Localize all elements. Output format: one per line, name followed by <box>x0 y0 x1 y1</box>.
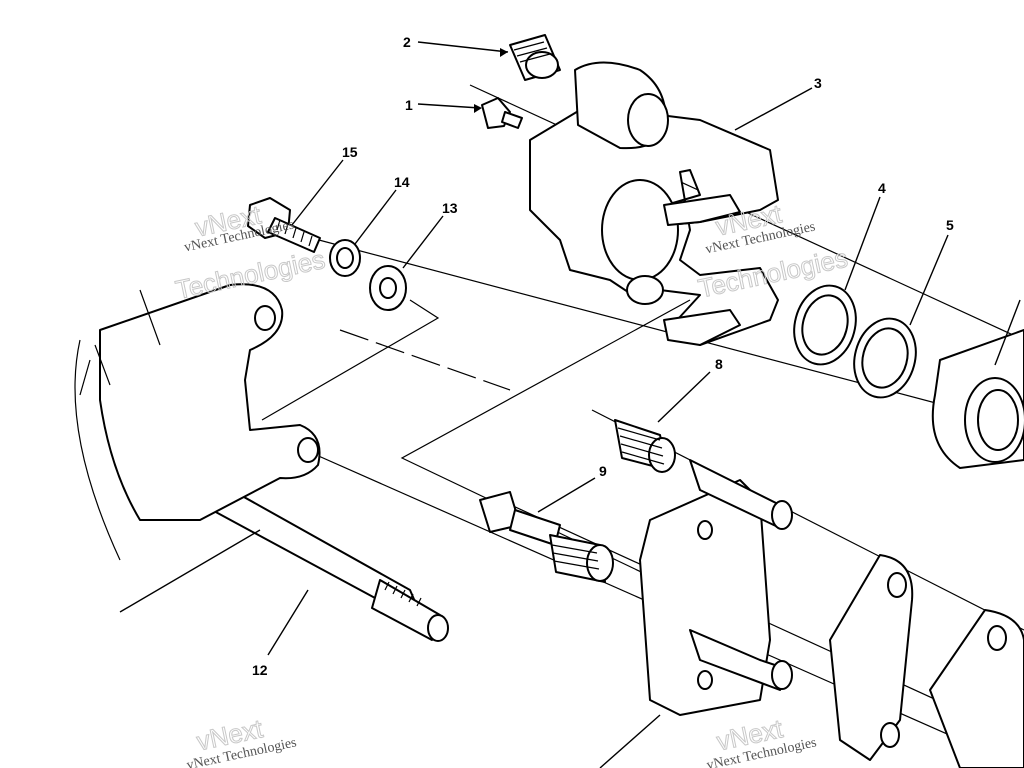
piston <box>931 329 1024 469</box>
mounting-bracket <box>74 283 321 613</box>
watermark-bottom-right: vNext vNext Technologies <box>705 713 818 768</box>
caliper-mount-plate <box>639 459 793 716</box>
lower-leader-line <box>599 714 661 768</box>
callout-14: 14 <box>394 174 410 190</box>
part-8-boot <box>614 419 676 473</box>
callout-leaders <box>267 41 1021 656</box>
part-3-caliper <box>529 61 779 346</box>
part-15-bolt <box>247 197 321 253</box>
callout-1: 1 <box>405 97 413 113</box>
callout-4: 4 <box>878 180 886 196</box>
part-13-flat-washer <box>369 265 407 311</box>
callout-13: 13 <box>442 200 458 216</box>
part-4-seal <box>793 284 857 366</box>
brake-pads <box>829 554 1024 768</box>
callout-5: 5 <box>946 217 954 233</box>
part-14-lock-washer <box>329 239 361 277</box>
callout-9: 9 <box>599 463 607 479</box>
part-5-seal <box>853 317 917 399</box>
watermark-bottom-left: vNext vNext Technologies <box>185 713 298 768</box>
callout-labels: 2 1 3 4 5 8 9 12 13 14 15 <box>252 34 954 678</box>
callout-12: 12 <box>252 662 268 678</box>
callout-3: 3 <box>814 75 822 91</box>
part-9-bushing <box>479 491 614 583</box>
part-2-cap <box>509 34 561 81</box>
callout-8: 8 <box>715 356 723 372</box>
part-1-bleeder-valve <box>481 97 523 129</box>
callout-15: 15 <box>342 144 358 160</box>
callout-2: 2 <box>403 34 411 50</box>
